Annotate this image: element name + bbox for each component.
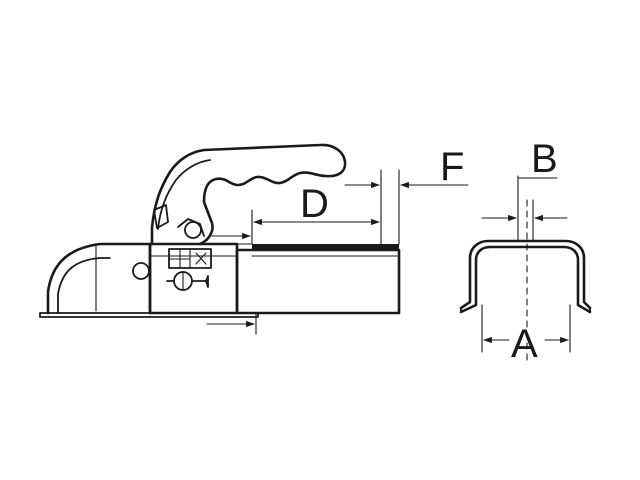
ball-cup-front	[57, 257, 111, 314]
pivot-hole	[184, 221, 202, 239]
latch-notch	[177, 218, 205, 237]
handle-lever	[150, 143, 347, 246]
f-label: F	[440, 145, 464, 189]
coupling-side-view	[39, 143, 401, 318]
bolt-hole	[132, 262, 150, 280]
d-label: D	[300, 182, 329, 226]
dimension-lower	[206, 232, 257, 335]
coupling-housing	[148, 242, 239, 315]
bolt-head-icon	[166, 271, 209, 291]
dimension-b: B	[481, 137, 568, 242]
dimension-a: A	[481, 304, 571, 366]
safety-tab	[153, 204, 169, 229]
drawbar-tube	[235, 248, 401, 315]
dimension-f: F	[344, 145, 469, 245]
ball-cup-body	[46, 242, 152, 315]
profile-inner	[459, 239, 592, 310]
b-label: B	[531, 137, 558, 181]
tuv-gs-mark-icon	[168, 248, 212, 269]
drawbar-tube-top-wall	[252, 244, 399, 250]
dimension-d: D	[251, 169, 382, 245]
drawbar-cross-section	[459, 199, 592, 361]
a-label: A	[511, 322, 538, 366]
handle-inner-grip	[157, 159, 211, 230]
profile-outer	[459, 245, 592, 314]
